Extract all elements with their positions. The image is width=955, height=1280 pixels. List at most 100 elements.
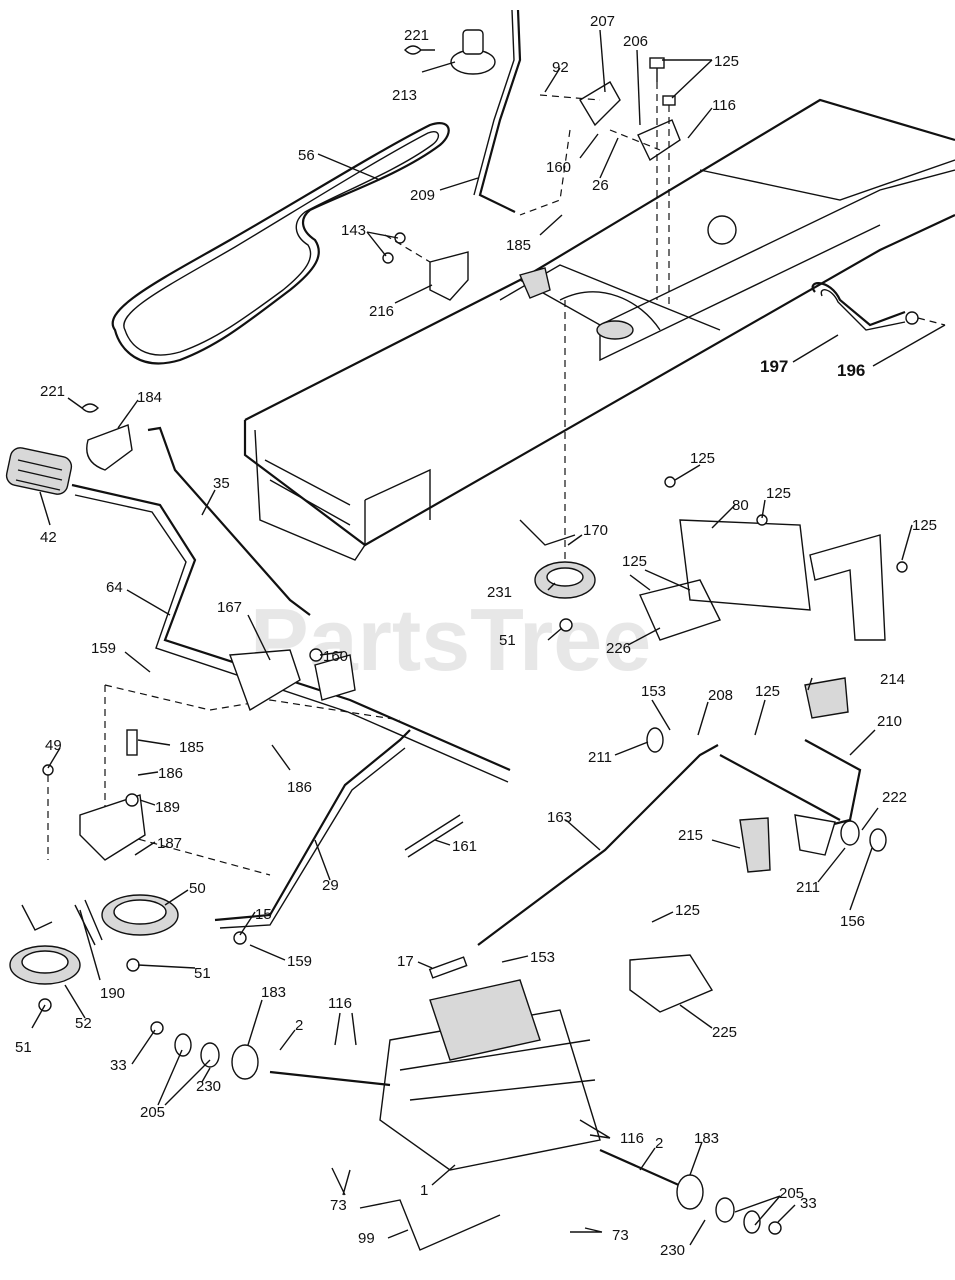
drive-belt[interactable]: [111, 122, 450, 365]
callout-222: 222: [882, 789, 907, 806]
callout-50: 50: [189, 880, 206, 897]
callout-208: 208: [708, 687, 733, 704]
callout-183b: 183: [694, 1130, 719, 1147]
callout-153a: 153: [530, 949, 555, 966]
callout-225: 225: [712, 1024, 737, 1041]
brake-rod-163[interactable]: [477, 744, 719, 946]
callout-80: 80: [732, 497, 749, 514]
idler-pulley-50[interactable]: [101, 894, 179, 972]
callout-52: 52: [75, 1015, 92, 1032]
callout-230a: 230: [196, 1078, 221, 1095]
callout-125g: 125: [675, 902, 700, 919]
callout-92: 92: [552, 59, 569, 76]
pedal-pad-214[interactable]: [804, 677, 849, 719]
callout-167: 167: [217, 599, 242, 616]
callout-156: 156: [840, 913, 865, 930]
callout-226: 226: [606, 640, 631, 657]
callout-33b: 33: [800, 1195, 817, 1212]
leader-lines: [31, 29, 946, 1246]
pin-17: [428, 956, 468, 979]
callout-73b: 73: [612, 1227, 629, 1244]
callout-221b: 221: [40, 383, 65, 400]
pulley-231[interactable]: [519, 300, 596, 632]
brake-pedal-210[interactable]: [719, 739, 862, 856]
callout-205b: 205: [779, 1185, 804, 1202]
pedal-rod-197[interactable]: [811, 282, 946, 331]
callout-73a: 73: [330, 1197, 347, 1214]
callout-125e: 125: [622, 553, 647, 570]
shift-knob[interactable]: [450, 29, 496, 75]
callout-51a: 51: [15, 1039, 32, 1056]
bracket-216[interactable]: [382, 232, 469, 301]
callout-231: 231: [487, 584, 512, 601]
shift-bracket[interactable]: [519, 81, 681, 216]
callout-125b: 125: [690, 450, 715, 467]
callout-116c: 116: [620, 1130, 644, 1147]
bracket-215[interactable]: [739, 817, 771, 873]
rod-29[interactable]: [214, 729, 411, 945]
callout-185b: 185: [179, 739, 204, 756]
callout-51b: 51: [194, 965, 211, 982]
lift-assembly[interactable]: [104, 648, 401, 876]
callout-56: 56: [298, 147, 315, 164]
lift-rod-35[interactable]: [147, 426, 311, 616]
plate-225[interactable]: [629, 954, 714, 1013]
clip-221-top: [404, 45, 435, 55]
spring-190: [21, 899, 103, 946]
callout-185a: 185: [506, 237, 531, 254]
callout-207: 207: [590, 13, 615, 30]
callout-42: 42: [40, 529, 57, 546]
callout-184: 184: [137, 389, 162, 406]
callout-49: 49: [45, 737, 62, 754]
shift-rod[interactable]: [473, 9, 522, 213]
callout-125c: 125: [766, 485, 791, 502]
axle-bracket-80[interactable]: [639, 476, 908, 641]
callout-189: 189: [155, 799, 180, 816]
washers-211-222: [646, 727, 887, 852]
callout-186a: 186: [158, 765, 183, 782]
callout-216: 216: [369, 303, 394, 320]
callout-125d: 125: [912, 517, 937, 534]
transaxle[interactable]: [150, 979, 782, 1235]
callout-29: 29: [322, 877, 339, 894]
lift-lever-64[interactable]: [71, 483, 511, 783]
callout-206: 206: [623, 33, 648, 50]
callout-170: 170: [583, 522, 608, 539]
callout-1: 1: [420, 1182, 428, 1199]
callout-230b: 230: [660, 1242, 685, 1259]
callout-210: 210: [877, 713, 902, 730]
clip-221-left: [81, 403, 99, 413]
callout-33a: 33: [110, 1057, 127, 1074]
callout-183a: 183: [261, 984, 286, 1001]
callout-160b: 160: [323, 648, 348, 665]
callout-15: 15: [255, 906, 272, 923]
callout-160a: 160: [546, 159, 571, 176]
callout-labels: 221 213 56 209 207 92 206 125 116 160 26…: [15, 13, 937, 1259]
callout-214: 214: [880, 671, 905, 688]
callout-197: 197: [760, 357, 788, 376]
callout-99: 99: [358, 1230, 375, 1247]
callout-26: 26: [592, 177, 609, 194]
callout-116b: 116: [328, 995, 352, 1012]
idler-plate-189[interactable]: [42, 729, 146, 861]
callout-64: 64: [106, 579, 123, 596]
callout-159a: 159: [91, 640, 116, 657]
callout-187: 187: [157, 835, 182, 852]
callout-211a: 211: [588, 749, 612, 766]
callout-209: 209: [410, 187, 435, 204]
callout-2b: 2: [655, 1135, 663, 1152]
callout-196: 196: [837, 361, 865, 380]
callout-211b: 211: [796, 879, 820, 896]
idler-pulley-52[interactable]: [9, 945, 81, 1012]
knob-184[interactable]: [86, 424, 133, 471]
callout-221a: 221: [404, 27, 429, 44]
callout-35: 35: [213, 475, 230, 492]
callout-186b: 186: [287, 779, 312, 796]
callout-51c: 51: [499, 632, 516, 649]
bolt-125-top: [649, 57, 676, 310]
callout-205a: 205: [140, 1104, 165, 1121]
callout-143: 143: [341, 222, 366, 239]
hand-grip[interactable]: [5, 446, 74, 496]
tractor-frame: [243, 98, 955, 561]
